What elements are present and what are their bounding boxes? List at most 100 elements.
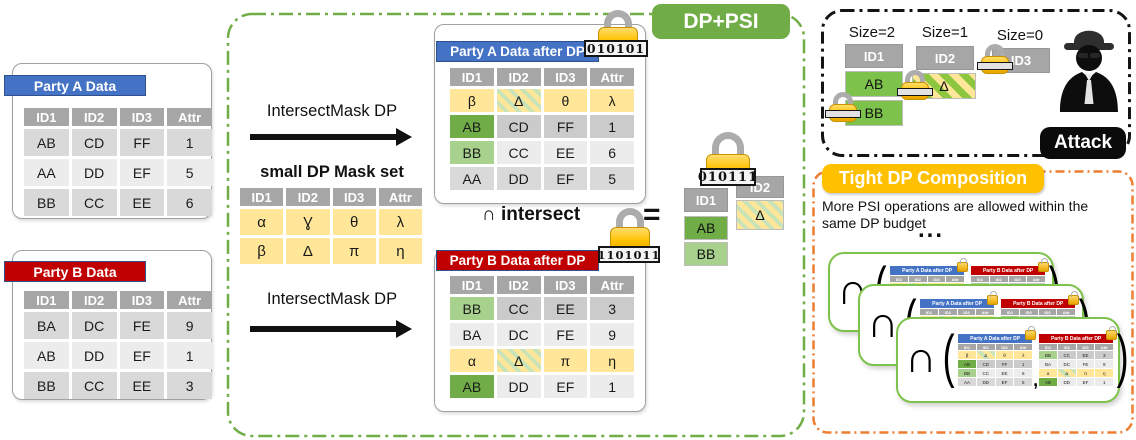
column-header: Attr [1095, 344, 1114, 350]
table-cell: DC [496, 323, 541, 346]
table-cell: π [543, 349, 588, 372]
table-cell: BB [450, 141, 494, 164]
table-cell: AA [450, 167, 494, 190]
table-cell: CC [71, 372, 117, 399]
table-cell: AA [24, 159, 69, 186]
intersection-symbol: ∩ [905, 333, 937, 382]
column-header: ID3 [332, 188, 376, 206]
size-0-label: Size=0 [996, 27, 1044, 44]
column-header: Attr [590, 276, 634, 294]
table-cell: θ [995, 351, 1014, 359]
table-cell: AA [958, 378, 976, 386]
table-cell: Δ [1057, 369, 1076, 377]
composition-description: More PSI operations are allowed within t… [822, 198, 1089, 231]
table-cell: BA [450, 323, 494, 346]
size-2-cell-ab: AB [845, 71, 903, 97]
comma: , [1033, 370, 1039, 390]
party-b-dp-title: Party B Data after DP [436, 250, 599, 271]
party-b-title: Party B Data [4, 261, 146, 282]
column-header: ID1 [450, 68, 494, 86]
column-header: ID2 [71, 291, 117, 309]
table-cell: CC [496, 141, 541, 164]
mini-party-a-dp-title: Party A Data after DP [920, 299, 995, 308]
mini-lock-icon [1106, 326, 1118, 340]
table-cell: λ [378, 209, 422, 235]
table-cell: EF [1076, 378, 1095, 386]
size-1-header: ID2 [916, 46, 974, 70]
table-cell: λ [590, 89, 634, 112]
result-id1-column: ID1 AB BB [684, 188, 728, 266]
column-header: ID2 [908, 276, 927, 282]
column-header: ID2 [1019, 309, 1038, 315]
table-cell: θ [543, 89, 588, 112]
table-cell: CD [71, 129, 117, 156]
result-id1-cell-bb: BB [684, 242, 728, 266]
mini-lock-icon [1038, 258, 1050, 272]
table-cell: DD [1057, 378, 1076, 386]
table-cell: FF [543, 115, 588, 138]
table-cell: 1 [590, 115, 634, 138]
table-cell: CD [496, 115, 541, 138]
table-cell: 6 [590, 141, 634, 164]
table-cell: BB [24, 372, 69, 399]
table-cell: CC [496, 297, 541, 320]
column-header: ID3 [1008, 276, 1027, 282]
column-header: ID3 [119, 291, 165, 309]
table-cell: DD [976, 378, 995, 386]
table-cell: AB [450, 375, 494, 398]
column-header: ID2 [989, 276, 1008, 282]
table-cell: 1 [167, 129, 212, 156]
result-id2-cell: Δ [736, 200, 784, 230]
column-header: ID2 [1057, 344, 1076, 350]
table-cell: θ [332, 209, 376, 235]
table-cell: Ɣ [286, 209, 330, 235]
attacker-icon [1060, 30, 1118, 112]
intersectmask-dp-label-b: IntersectMask DP [266, 290, 398, 308]
column-header: ID1 [958, 344, 976, 350]
table-cell: BB [1039, 351, 1057, 359]
mini-party-b-dp-title: Party B Data after DP [1001, 299, 1076, 308]
table-cell: Δ [496, 349, 541, 372]
table-cell: FE [1076, 360, 1095, 368]
column-header: ID3 [119, 108, 165, 126]
table-cell: DD [71, 342, 117, 369]
table-cell: DD [496, 375, 541, 398]
table-cell: EE [119, 372, 165, 399]
table-cell: BA [1039, 360, 1057, 368]
column-header: Attr [1057, 309, 1076, 315]
table-cell: 1 [590, 375, 634, 398]
table-cell: DC [71, 312, 117, 339]
column-header: Attr [1027, 276, 1046, 282]
table-cell: EF [119, 342, 165, 369]
column-header: Attr [167, 291, 212, 309]
table-cell: BB [24, 189, 69, 216]
result-id1-header: ID1 [684, 188, 728, 212]
column-header: ID1 [24, 291, 69, 309]
column-header: ID2 [496, 68, 541, 86]
table-cell: EE [995, 369, 1014, 377]
column-header: ID1 [1001, 309, 1019, 315]
table-cell: 3 [167, 372, 212, 399]
attack-badge: Attack [1040, 127, 1126, 159]
column-header: Attr [946, 276, 965, 282]
column-header: ID2 [976, 344, 995, 350]
table-cell: EF [543, 375, 588, 398]
table-cell: FE [119, 312, 165, 339]
table-cell: β [240, 238, 284, 264]
column-header: Attr [167, 108, 212, 126]
column-header: ID3 [995, 344, 1014, 350]
table-cell: β [450, 89, 494, 112]
table-cell: BB [958, 369, 976, 377]
column-header: ID3 [543, 68, 588, 86]
table-cell: 5 [1014, 378, 1033, 386]
table-cell: 1 [167, 342, 212, 369]
mini-party-a-dp-title: Party A Data after DP [890, 266, 965, 275]
